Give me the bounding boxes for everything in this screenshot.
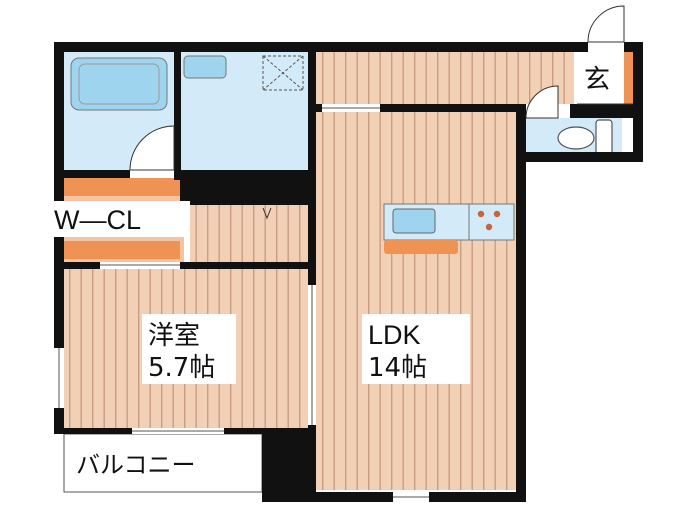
sink-icon bbox=[392, 208, 436, 234]
entrance-label-bg bbox=[581, 60, 615, 96]
hallway-floor bbox=[190, 205, 308, 263]
balcony-name: バルコニー bbox=[76, 451, 196, 479]
kitchen-back-counter bbox=[384, 240, 458, 254]
western-label-bg bbox=[142, 314, 236, 384]
toilet-icon bbox=[557, 126, 595, 150]
ldk-label-bg bbox=[362, 314, 470, 384]
corridor-floor bbox=[316, 52, 574, 104]
toilet-tank-icon bbox=[595, 119, 613, 155]
western-room-size: 5.7帖 bbox=[148, 353, 215, 383]
bathtub-inner-icon bbox=[78, 63, 160, 105]
closet-name: W—CL bbox=[54, 205, 141, 235]
closet-shelf-bottom bbox=[64, 241, 180, 259]
burner-icon bbox=[477, 210, 485, 218]
ldk-room-name: LDK bbox=[368, 320, 421, 350]
washer-space-icon bbox=[262, 55, 304, 91]
stove-icon bbox=[468, 203, 515, 241]
hall-arrow-icon bbox=[262, 207, 272, 220]
toilet-door-swing bbox=[525, 85, 559, 119]
entrance-name: 玄 bbox=[584, 65, 610, 95]
burner-icon bbox=[485, 223, 493, 231]
bathroom-door-swing bbox=[129, 125, 175, 171]
burner-icon bbox=[493, 210, 501, 218]
ldk-room-size: 14帖 bbox=[368, 353, 427, 383]
washbasin-icon bbox=[183, 55, 227, 79]
western-room-name: 洋室 bbox=[148, 321, 200, 351]
closet-label-bg bbox=[50, 201, 190, 237]
balcony-label-bg bbox=[70, 444, 248, 482]
entrance-door-swing bbox=[587, 5, 625, 43]
closet-shelf-top bbox=[64, 178, 180, 196]
